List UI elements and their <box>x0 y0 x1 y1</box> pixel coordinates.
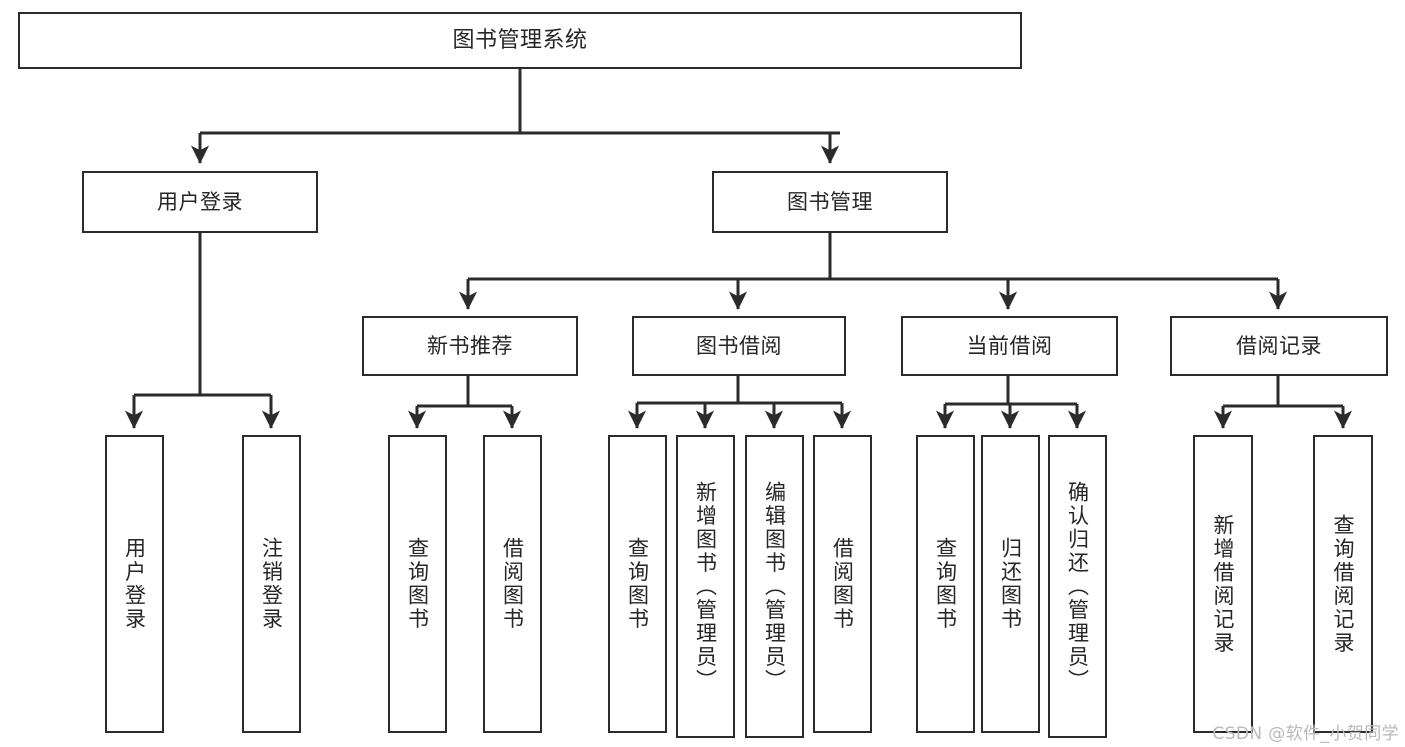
node-leaf-user-logout-label: 注销登录 <box>259 537 284 631</box>
node-leaf-query-book-3-label: 查询图书 <box>933 537 958 631</box>
node-leaf-edit-book-label: 编辑图书（管理员） <box>762 480 787 693</box>
node-leaf-return-book-label: 归还图书 <box>998 537 1023 631</box>
node-leaf-edit-book[interactable]: 编辑图书（管理员） <box>745 435 804 738</box>
node-leaf-borrow-book-1[interactable]: 借阅图书 <box>483 435 542 733</box>
node-book-borrow[interactable]: 图书借阅 <box>632 316 846 376</box>
node-root[interactable]: 图书管理系统 <box>18 12 1022 69</box>
node-leaf-return-book[interactable]: 归还图书 <box>981 435 1040 733</box>
node-leaf-add-book-label: 新增图书（管理员） <box>693 480 718 693</box>
node-leaf-add-record-label: 新增借阅记录 <box>1211 513 1236 655</box>
node-borrow-record-label: 借阅记录 <box>1236 333 1322 358</box>
node-leaf-user-login[interactable]: 用户登录 <box>105 435 164 733</box>
node-leaf-confirm-return[interactable]: 确认归还（管理员） <box>1048 435 1107 738</box>
node-user-login[interactable]: 用户登录 <box>82 171 318 233</box>
node-leaf-query-book-1[interactable]: 查询图书 <box>388 435 447 733</box>
node-leaf-add-record[interactable]: 新增借阅记录 <box>1193 435 1253 733</box>
node-book-manage[interactable]: 图书管理 <box>712 171 948 233</box>
node-leaf-query-book-3[interactable]: 查询图书 <box>916 435 975 733</box>
node-leaf-borrow-book-1-label: 借阅图书 <box>500 537 525 631</box>
node-book-manage-label: 图书管理 <box>787 189 873 214</box>
node-current-borrow[interactable]: 当前借阅 <box>901 316 1118 376</box>
node-leaf-query-book-2-label: 查询图书 <box>625 537 650 631</box>
node-root-label: 图书管理系统 <box>452 27 588 53</box>
node-leaf-confirm-return-label: 确认归还（管理员） <box>1065 480 1090 693</box>
node-leaf-borrow-book-2-label: 借阅图书 <box>830 537 855 631</box>
node-leaf-query-book-1-label: 查询图书 <box>405 537 430 631</box>
node-new-book-rec-label: 新书推荐 <box>427 333 513 358</box>
watermark-text: CSDN @软件_小贺同学 <box>1212 724 1399 744</box>
node-leaf-user-logout[interactable]: 注销登录 <box>242 435 301 733</box>
node-leaf-query-book-2[interactable]: 查询图书 <box>608 435 667 733</box>
node-new-book-rec[interactable]: 新书推荐 <box>362 316 578 376</box>
node-current-borrow-label: 当前借阅 <box>966 333 1053 358</box>
node-borrow-record[interactable]: 借阅记录 <box>1170 316 1388 376</box>
node-leaf-query-record[interactable]: 查询借阅记录 <box>1313 435 1373 733</box>
node-leaf-borrow-book-2[interactable]: 借阅图书 <box>813 435 872 733</box>
node-leaf-add-book[interactable]: 新增图书（管理员） <box>676 435 735 738</box>
node-leaf-user-login-label: 用户登录 <box>122 537 147 631</box>
node-leaf-query-record-label: 查询借阅记录 <box>1331 513 1356 655</box>
node-book-borrow-label: 图书借阅 <box>696 333 782 358</box>
node-user-login-label: 用户登录 <box>157 189 243 214</box>
